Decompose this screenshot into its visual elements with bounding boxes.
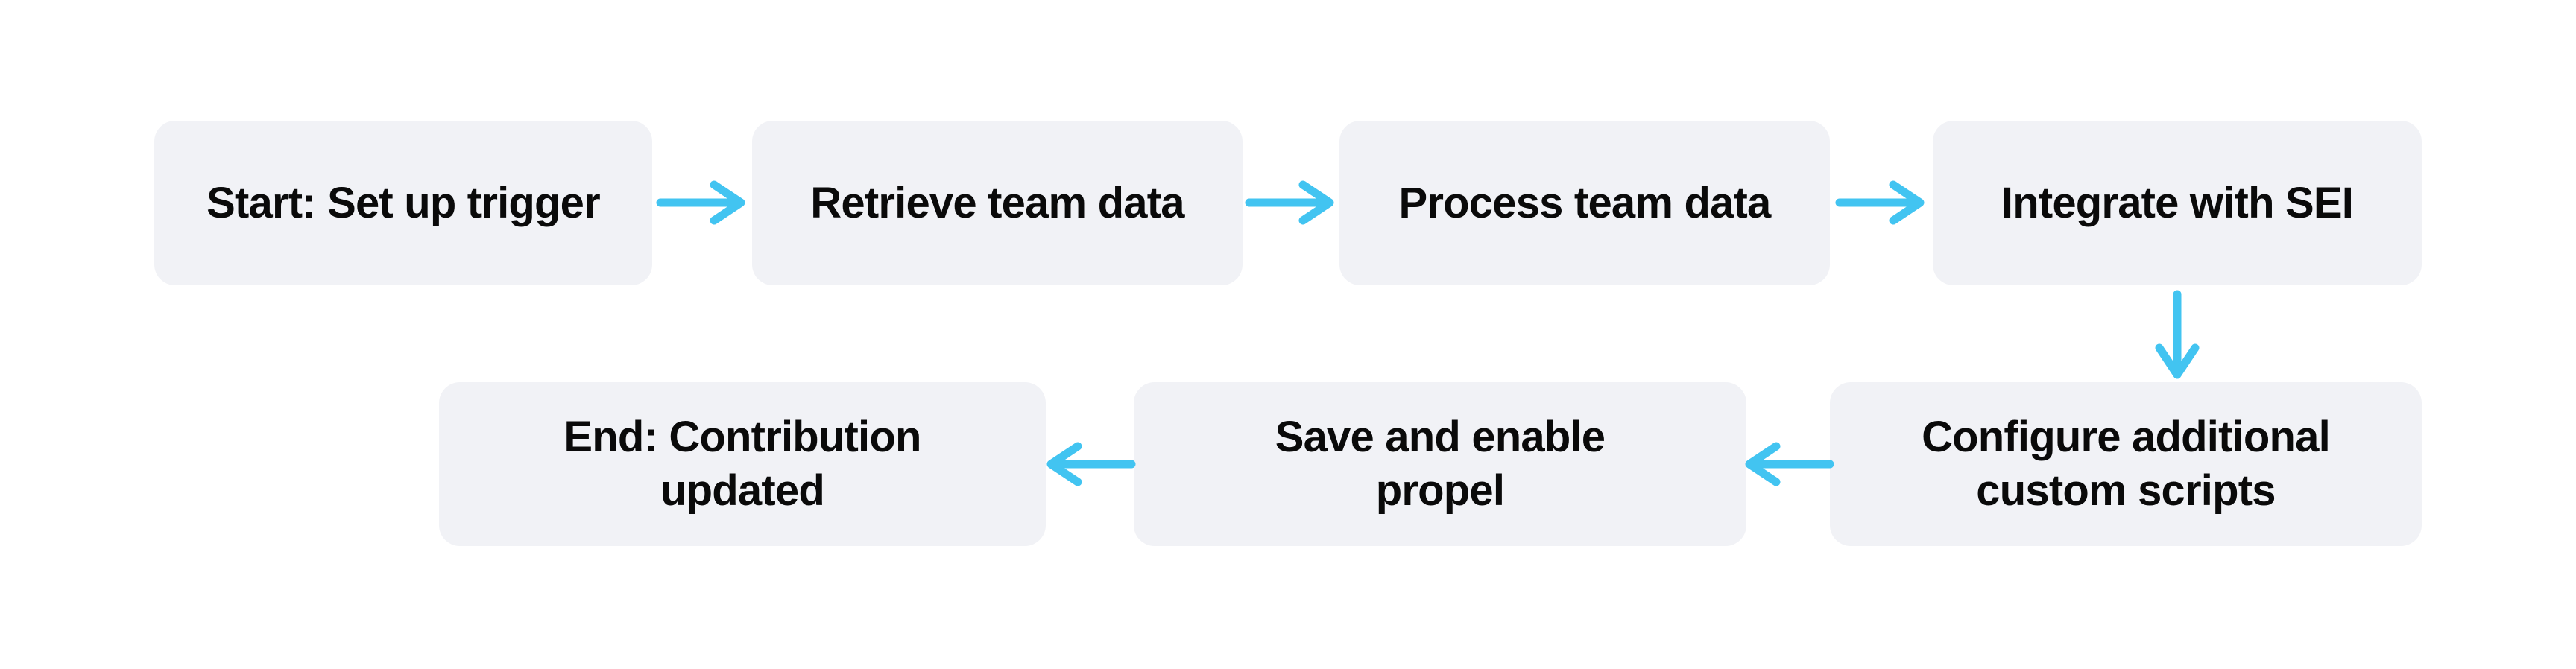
flow-node-start-label: Start: Set up trigger: [206, 178, 601, 227]
flow-node-save: Save and enable propel: [1134, 382, 1746, 546]
arrow-down-icon: [2155, 290, 2200, 379]
arrow-left-icon: [1046, 442, 1136, 486]
arrow-left-icon: [1745, 442, 1834, 486]
flow-node-end-label: End: Contribution updated: [564, 413, 921, 515]
flow-node-retrieve: Retrieve team data: [752, 121, 1243, 285]
flow-node-integrate: Integrate with SEI: [1933, 121, 2422, 285]
flow-node-configure-label: Configure additional custom scripts: [1922, 413, 2331, 515]
flow-node-save-label: Save and enable propel: [1275, 413, 1606, 515]
flow-node-process-label: Process team data: [1398, 178, 1772, 227]
arrow-right-icon: [1245, 180, 1334, 225]
flow-node-integrate-label: Integrate with SEI: [2001, 178, 2354, 227]
flow-node-retrieve-label: Retrieve team data: [810, 178, 1184, 227]
flow-node-start: Start: Set up trigger: [154, 121, 652, 285]
arrow-right-icon: [1835, 180, 1925, 225]
flow-node-end: End: Contribution updated: [439, 382, 1046, 546]
flow-node-process: Process team data: [1339, 121, 1830, 285]
arrow-right-icon: [656, 180, 745, 225]
flow-node-configure: Configure additional custom scripts: [1830, 382, 2422, 546]
